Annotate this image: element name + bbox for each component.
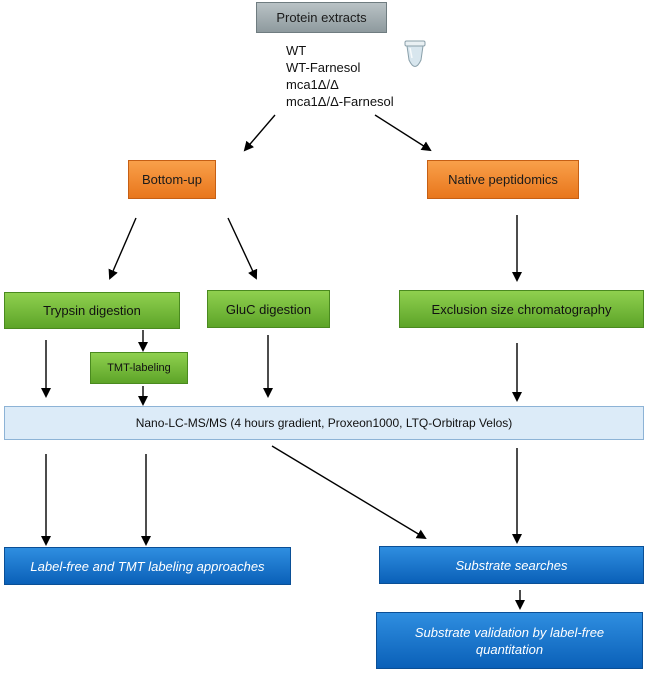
substrate-searches-box: Substrate searches: [379, 546, 644, 584]
gluc-digestion-label: GluC digestion: [225, 301, 312, 317]
arrow-bottom-up-to-trypsin: [108, 217, 137, 280]
native-peptidomics-label: Native peptidomics: [448, 172, 558, 187]
protein-extracts-box: Protein extracts: [256, 2, 387, 33]
sample-item: WT: [286, 43, 307, 58]
tmt-labeling-box: TMT-labeling: [90, 352, 188, 384]
exclusion-size-chromatography-label: Exclusion size chromatography: [431, 301, 612, 317]
protein-extracts-label: Protein extracts: [276, 10, 367, 25]
substrate-validation-box: Substrate validation by label-free quant…: [376, 612, 643, 669]
nano-lc-ms-box: Nano-LC-MS/MS (4 hours gradient, Proxeon…: [4, 406, 644, 440]
nano-lc-ms-label: Nano-LC-MS/MS (4 hours gradient, Proxeon…: [135, 416, 513, 430]
trypsin-digestion-label: Trypsin digestion: [43, 303, 141, 318]
sample-item: mca1Δ/Δ-Farnesol: [286, 94, 394, 109]
arrow-lc-to-substrate-searches-diag: [271, 445, 427, 540]
tmt-labeling-label: TMT-labeling: [107, 362, 171, 374]
label-free-tmt-box: Label-free and TMT labeling approaches: [4, 547, 291, 585]
sample-item: mca1Δ/Δ: [286, 77, 339, 92]
arrow-bottom-up-to-gluc: [227, 217, 258, 280]
arrow-samples-to-bottom-up: [243, 114, 276, 152]
label-free-tmt-label: Label-free and TMT labeling approaches: [30, 558, 265, 574]
native-peptidomics-box: Native peptidomics: [427, 160, 579, 199]
arrow-samples-to-native: [374, 114, 432, 152]
microcentrifuge-tube-icon: [404, 40, 426, 67]
gluc-digestion-box: GluC digestion: [207, 290, 330, 328]
substrate-validation-label: Substrate validation by label-free quant…: [414, 624, 605, 657]
exclusion-size-chromatography-box: Exclusion size chromatography: [399, 290, 644, 328]
sample-item: WT-Farnesol: [286, 60, 361, 75]
substrate-searches-label: Substrate searches: [455, 557, 568, 573]
bottom-up-box: Bottom-up: [128, 160, 216, 199]
sample-list: WT WT-Farnesol mca1Δ/Δ mca1Δ/Δ-Farnesol: [286, 42, 394, 110]
trypsin-digestion-box: Trypsin digestion: [4, 292, 180, 329]
bottom-up-label: Bottom-up: [142, 172, 202, 187]
